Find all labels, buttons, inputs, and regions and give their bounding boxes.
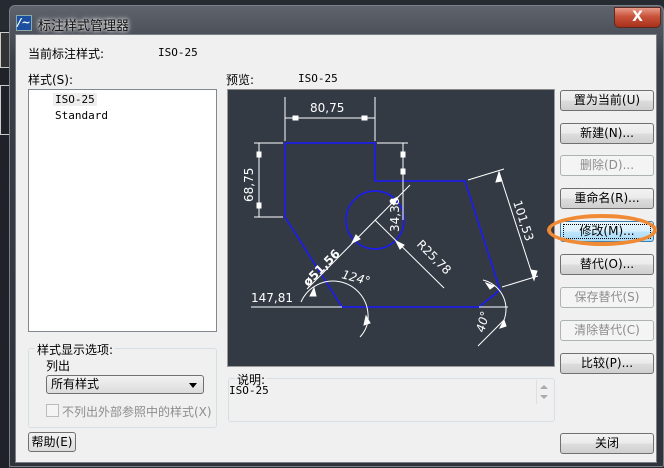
window-title: 标注样式管理器: [38, 19, 130, 34]
chevron-down-icon: [189, 383, 197, 388]
dim-text-34-38: 34,38: [388, 198, 402, 232]
window-close-button[interactable]: X: [614, 7, 661, 28]
dimension-style-manager-dialog: /~ 标注样式管理器 X 当前标注样式: ISO-25 样式(S): 预览: I…: [9, 5, 664, 467]
delete-button[interactable]: 删除(D)...: [560, 155, 654, 176]
dim-text-angle-124: 124°: [340, 267, 372, 288]
preview-drawing: 80,75 68,75 34,38 101,53 ø51,56 R25,78 1…: [242, 97, 539, 347]
set-current-button[interactable]: 置为当前(U): [560, 90, 654, 111]
preview-style-name: ISO-25: [298, 72, 338, 85]
list-filter-dropdown[interactable]: 所有样式: [46, 375, 204, 394]
exclude-xref-label: 不列出外部参照中的样式(X): [62, 405, 212, 419]
styles-listbox[interactable]: ISO-25 Standard: [28, 89, 217, 332]
description-title: 说明:: [235, 371, 268, 388]
close-button[interactable]: 关闭: [560, 433, 654, 454]
current-style-value: ISO-25: [158, 46, 198, 59]
rename-button[interactable]: 重命名(R)...: [560, 188, 654, 209]
exclude-xref-checkbox[interactable]: [46, 404, 59, 417]
dim-text-angle-40: 40°: [473, 310, 492, 334]
app-logo-icon: /~: [16, 15, 32, 31]
title-bar[interactable]: /~ 标注样式管理器 X: [10, 6, 663, 34]
display-options-title: 样式显示选项:: [35, 341, 116, 358]
save-override-button[interactable]: 保存替代(S): [560, 287, 654, 308]
dimension-text: 80,75 68,75 34,38 101,53 ø51,56 R25,78 1…: [242, 101, 536, 334]
dimension-lines: [251, 97, 539, 347]
new-button[interactable]: 新建(N)...: [560, 123, 654, 144]
dim-text-68-75: 68,75: [242, 168, 256, 202]
list-label: 列出: [46, 359, 71, 373]
help-button[interactable]: 帮助(E): [28, 432, 76, 452]
override-button[interactable]: 替代(O)...: [560, 254, 654, 275]
clear-override-button[interactable]: 清除替代(C): [560, 320, 654, 341]
highlight-annotation-ring: [547, 214, 657, 246]
compare-button[interactable]: 比较(P)...: [560, 353, 654, 374]
list-filter-value: 所有样式: [51, 377, 100, 391]
description-scrollbar[interactable]: [536, 380, 551, 404]
dim-text-101-53: 101,53: [510, 199, 536, 243]
style-list-item[interactable]: Standard: [55, 109, 108, 122]
scroll-up-icon[interactable]: [540, 385, 548, 389]
part-outline: [284, 142, 501, 308]
display-options-group: 样式显示选项:: [28, 341, 217, 428]
style-list-item[interactable]: ISO-25: [53, 93, 97, 106]
scroll-down-icon[interactable]: [540, 395, 548, 399]
description-group: 说明:: [228, 371, 555, 422]
dim-text-radius: R25,78: [414, 237, 454, 277]
styles-label: 样式(S):: [28, 73, 74, 87]
dimension-preview-canvas: 80,75 68,75 34,38 101,53 ø51,56 R25,78 1…: [227, 89, 555, 367]
dim-text-80-75: 80,75: [310, 101, 344, 115]
current-style-label: 当前标注样式:: [28, 47, 105, 61]
preview-label: 预览:: [226, 73, 255, 87]
dialog-client-area: 当前标注样式: ISO-25 样式(S): 预览: ISO-25 ISO-25 …: [15, 34, 657, 463]
dim-text-147-81: 147,81: [251, 291, 293, 305]
description-text: ISO-25: [229, 384, 269, 397]
